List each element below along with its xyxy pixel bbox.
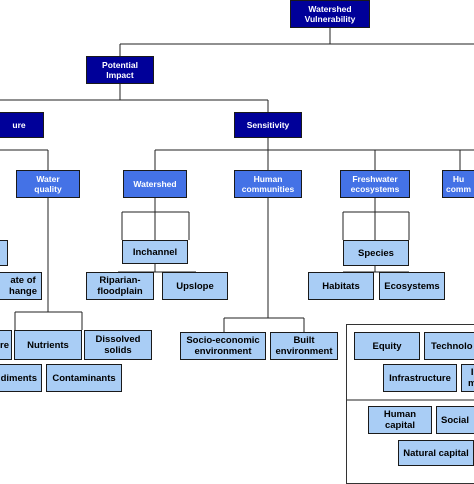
node-built-environment: Built environment: [270, 332, 338, 360]
node-species: Species: [343, 240, 409, 266]
node-truncated-top-left: [0, 240, 8, 266]
node-natural-capital: Natural capital: [398, 440, 474, 466]
node-temperature: re: [0, 330, 12, 360]
node-water-quality: Water quality: [16, 170, 80, 198]
node-contaminants: Contaminants: [46, 364, 122, 392]
node-socio-economic-environment: Socio-economic environment: [180, 332, 266, 360]
node-technology: Technolo: [424, 332, 474, 360]
node-sediments: diments: [0, 364, 42, 392]
node-potential-impact: Potential Impact: [86, 56, 154, 84]
node-equity: Equity: [354, 332, 420, 360]
node-sensitivity: Sensitivity: [234, 112, 302, 138]
node-human-right: Hu comm: [442, 170, 474, 198]
node-social-capital: Social: [436, 406, 474, 434]
node-dissolved-solids: Dissolved solids: [84, 330, 152, 360]
node-ecosystems: Ecosystems: [379, 272, 445, 300]
node-freshwater-ecosystems: Freshwater ecosystems: [340, 170, 410, 198]
connector-lines: [0, 28, 474, 401]
node-habitats: Habitats: [308, 272, 374, 300]
node-riparian-floodplain: Riparian- floodplain: [86, 272, 154, 300]
node-watershed: Watershed: [123, 170, 187, 198]
node-rate-of-change: ate of hange: [0, 272, 42, 300]
node-information: I m: [461, 364, 474, 392]
node-exposure: ure: [0, 112, 44, 138]
node-upslope: Upslope: [162, 272, 228, 300]
node-watershed-vulnerability: Watershed Vulnerability: [290, 0, 370, 28]
node-human-capital: Human capital: [368, 406, 432, 434]
node-inchannel: Inchannel: [122, 240, 188, 264]
node-nutrients: Nutrients: [14, 330, 82, 360]
node-infrastructure: Infrastructure: [383, 364, 457, 392]
node-human-communities: Human communities: [234, 170, 302, 198]
